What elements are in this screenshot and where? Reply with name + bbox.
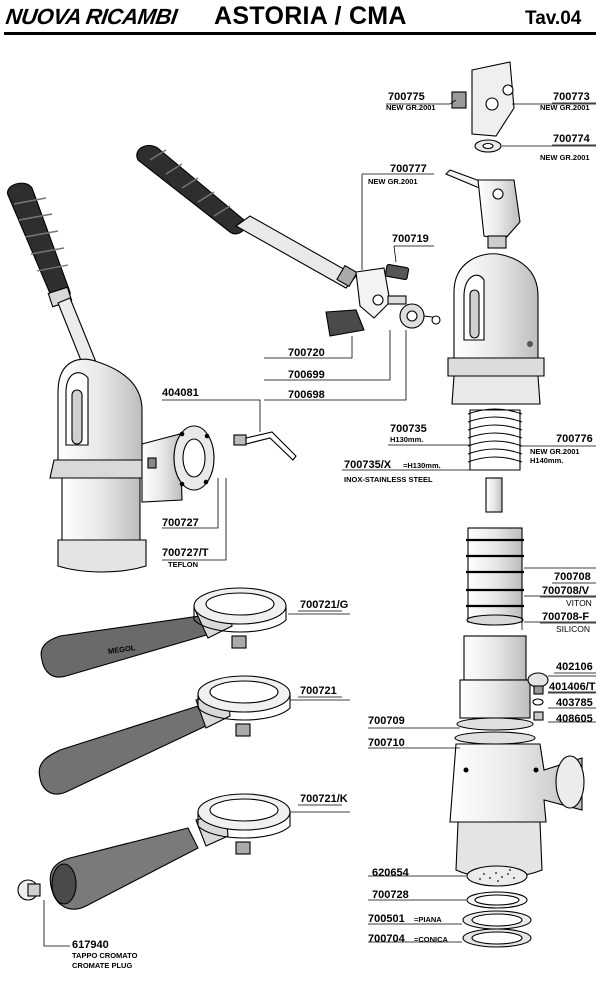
label-402106: 402106: [556, 661, 593, 673]
table-number: Tav.04: [525, 8, 582, 29]
megol-brand: MEGOL: [107, 643, 136, 656]
label-underlines: [298, 102, 596, 806]
label-403785: 403785: [556, 697, 593, 709]
part-700698-bushing: [399, 303, 441, 329]
label-700720: 700720: [288, 347, 325, 359]
label-700721g: 700721/G: [300, 599, 348, 611]
label-700698: 700698: [288, 389, 325, 401]
label-700773: 700773: [553, 91, 590, 103]
part-700720-block: [325, 309, 365, 337]
note2-617940: CROMATE PLUG: [72, 961, 132, 970]
label-700721k: 700721/K: [300, 793, 348, 805]
note-700773: NEW GR.2001: [540, 103, 590, 112]
label-700777: 700777: [390, 163, 427, 175]
note-700775: NEW GR.2001: [386, 103, 436, 112]
label-700708: 700708: [554, 571, 591, 583]
label-700501: 700501: [368, 913, 405, 925]
label-700735: 700735: [390, 423, 427, 435]
note-700776: NEW GR.2001: [530, 447, 580, 456]
part-700699-cam: [355, 267, 407, 319]
part-700719-key: [384, 263, 410, 281]
leader-lines: [43, 99, 596, 947]
note-700708v: VITON: [566, 598, 592, 608]
label-408605: 408605: [556, 713, 593, 725]
note-700774: NEW GR.2001: [540, 153, 590, 162]
portafilter-700721G: [40, 587, 287, 678]
portafilter-700721: [38, 675, 291, 795]
note2-700776: H140mm.: [530, 456, 563, 465]
label-401406t: 401406/T: [549, 681, 596, 693]
label-700728: 700728: [372, 889, 409, 901]
note-700735: H130mm.: [390, 435, 423, 444]
page-title: ASTORIA / CMA: [214, 2, 407, 30]
label-700775: 700775: [388, 91, 425, 103]
label-700721: 700721: [300, 685, 337, 697]
label-617940: 617940: [72, 939, 109, 951]
label-700735x: 700735/X: [344, 459, 392, 471]
note-700777: NEW GR.2001: [368, 177, 418, 186]
note-617940: TAPPO CROMATO: [72, 951, 138, 960]
label-700774: 700774: [553, 133, 591, 145]
label-700709: 700709: [368, 715, 405, 727]
header-rule: [4, 32, 596, 35]
label-700708v: 700708/V: [542, 585, 590, 597]
label-620654: 620654: [372, 867, 410, 879]
label-404081: 404081: [162, 387, 199, 399]
part-404081-pipe: [233, 431, 297, 461]
note-700727t: TEFLON: [168, 560, 198, 569]
header: NUOVA RICAMBI ASTORIA / CMA Tav.04: [0, 0, 600, 40]
lever-assembly-center: [136, 145, 358, 289]
suffix-700704: =CONICA: [414, 935, 449, 944]
label-700776: 700776: [556, 433, 593, 445]
left-group-assembly: [7, 182, 215, 573]
suffix-700735x: =H130mm.: [403, 461, 441, 470]
label-700704: 700704: [368, 933, 406, 945]
label-700719: 700719: [392, 233, 429, 245]
label-700710: 700710: [368, 737, 405, 749]
suffix-700501: =PIANA: [414, 915, 442, 924]
note-700735x: INOX-STAINLESS STEEL: [344, 475, 433, 484]
label-700699: 700699: [288, 369, 325, 381]
right-group-exploded: [445, 61, 585, 948]
portafilter-700721K: [49, 793, 291, 910]
labels: 700775 NEW GR.2001 700773 NEW GR.2001 70…: [72, 91, 596, 970]
part-617940-plug: [17, 879, 41, 901]
label-700727t: 700727/T: [162, 547, 209, 559]
note-700708f: SILICON: [556, 624, 590, 634]
lever-knob-left: [7, 182, 73, 308]
label-700708f: 700708-F: [542, 611, 589, 623]
label-700727: 700727: [162, 517, 199, 529]
